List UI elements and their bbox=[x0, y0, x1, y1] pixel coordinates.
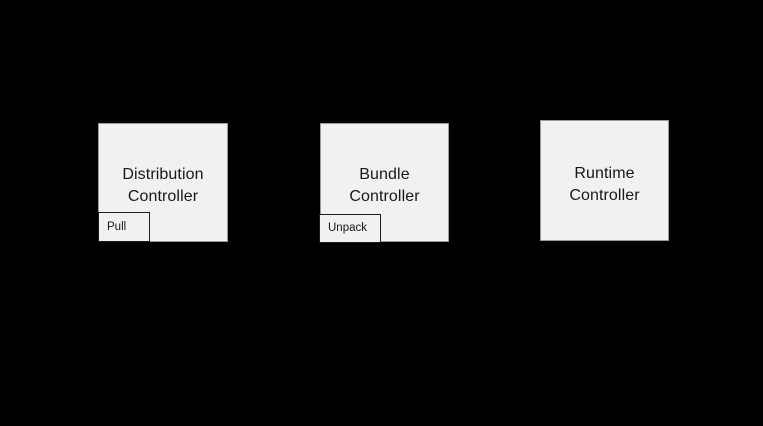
node-bundle-controller-label: Bundle Controller bbox=[349, 166, 420, 205]
node-runtime-controller-label: Runtime Controller bbox=[569, 165, 640, 204]
node-distribution-controller-label: Distribution Controller bbox=[122, 166, 204, 205]
subnode-unpack[interactable]: Unpack bbox=[319, 214, 381, 243]
node-runtime-controller[interactable]: Runtime Controller bbox=[540, 120, 669, 241]
subnode-unpack-label: Unpack bbox=[328, 222, 367, 234]
subnode-pull[interactable]: Pull bbox=[98, 212, 150, 242]
subnode-pull-label: Pull bbox=[107, 220, 127, 233]
